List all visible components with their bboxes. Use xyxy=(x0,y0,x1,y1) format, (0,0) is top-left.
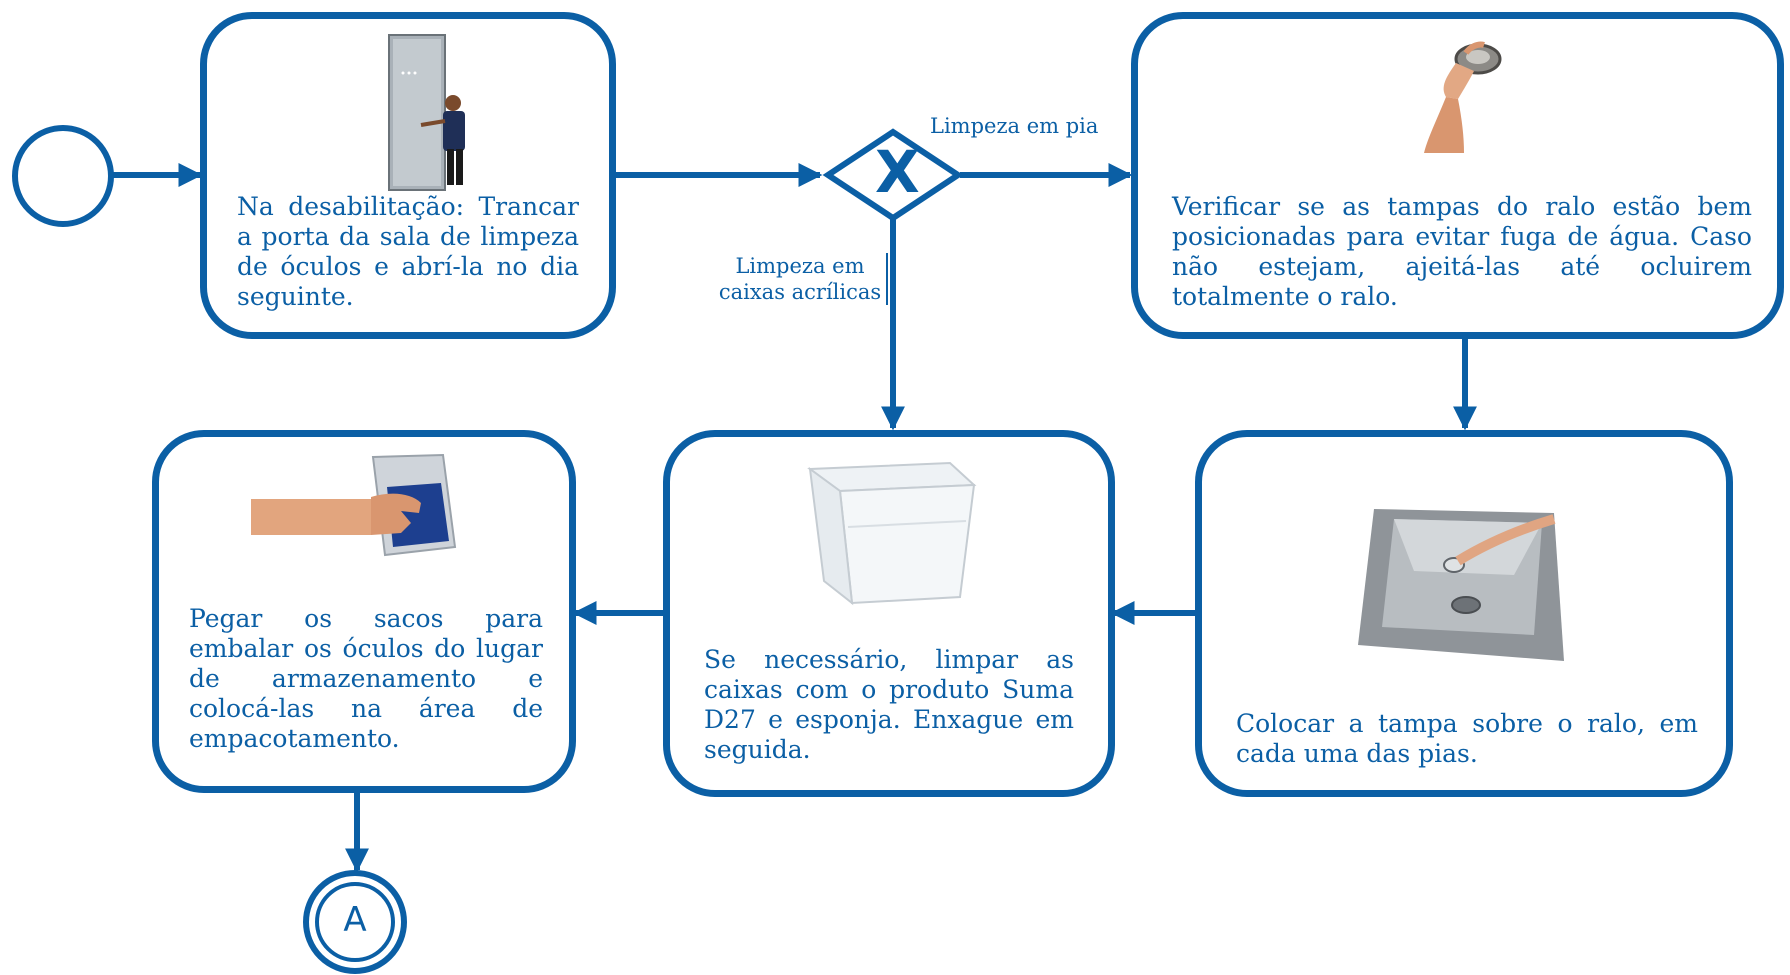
person-at-door-photo xyxy=(388,34,465,191)
edge-label-boxes-line2: caixas acrílicas xyxy=(718,280,882,304)
task-place-cap-text: Colocar a tampa sobre o ralo, em cada um… xyxy=(1236,709,1698,768)
task-clean-boxes-text: Se necessário, limpar as caixas com o pr… xyxy=(704,645,1074,764)
exclusive-gateway-diamond xyxy=(822,128,964,222)
task-check-drain-text: Verificar se as tampas do ralo estão bem… xyxy=(1172,192,1752,311)
connector-a[interactable]: A xyxy=(303,870,407,974)
connector-a-label: A xyxy=(343,900,367,940)
task-clean-boxes[interactable]: Se necessário, limpar as caixas com o pr… xyxy=(663,430,1115,797)
task-lock-door-text: Na desabilitação: Trancar a porta da sal… xyxy=(237,192,579,311)
edge-label-boxes-line1: Limpeza em xyxy=(735,254,865,278)
acrylic-box-photo xyxy=(807,461,977,606)
connector-a-inner-ring xyxy=(315,882,395,962)
task-get-bags[interactable]: Pegar os sacos para embalar os óculos do… xyxy=(152,430,576,793)
gateway-x-label: X xyxy=(875,138,920,206)
task-check-drain[interactable]: Verificar se as tampas do ralo estão bem… xyxy=(1131,12,1784,339)
task-get-bags-text: Pegar os sacos para embalar os óculos do… xyxy=(189,604,543,753)
task-lock-door[interactable]: Na desabilitação: Trancar a porta da sal… xyxy=(200,12,616,339)
hand-with-bag-photo xyxy=(251,453,457,557)
edge-label-sink: Limpeza em pia xyxy=(930,114,1099,138)
edge-label-boxes: Limpeza em caixas acrílicas xyxy=(714,253,888,305)
hand-holding-drain-cap-photo xyxy=(1424,41,1502,153)
start-event-circle[interactable] xyxy=(12,125,114,227)
steel-sink-photo xyxy=(1358,509,1564,661)
task-place-cap[interactable]: Colocar a tampa sobre o ralo, em cada um… xyxy=(1195,430,1733,797)
